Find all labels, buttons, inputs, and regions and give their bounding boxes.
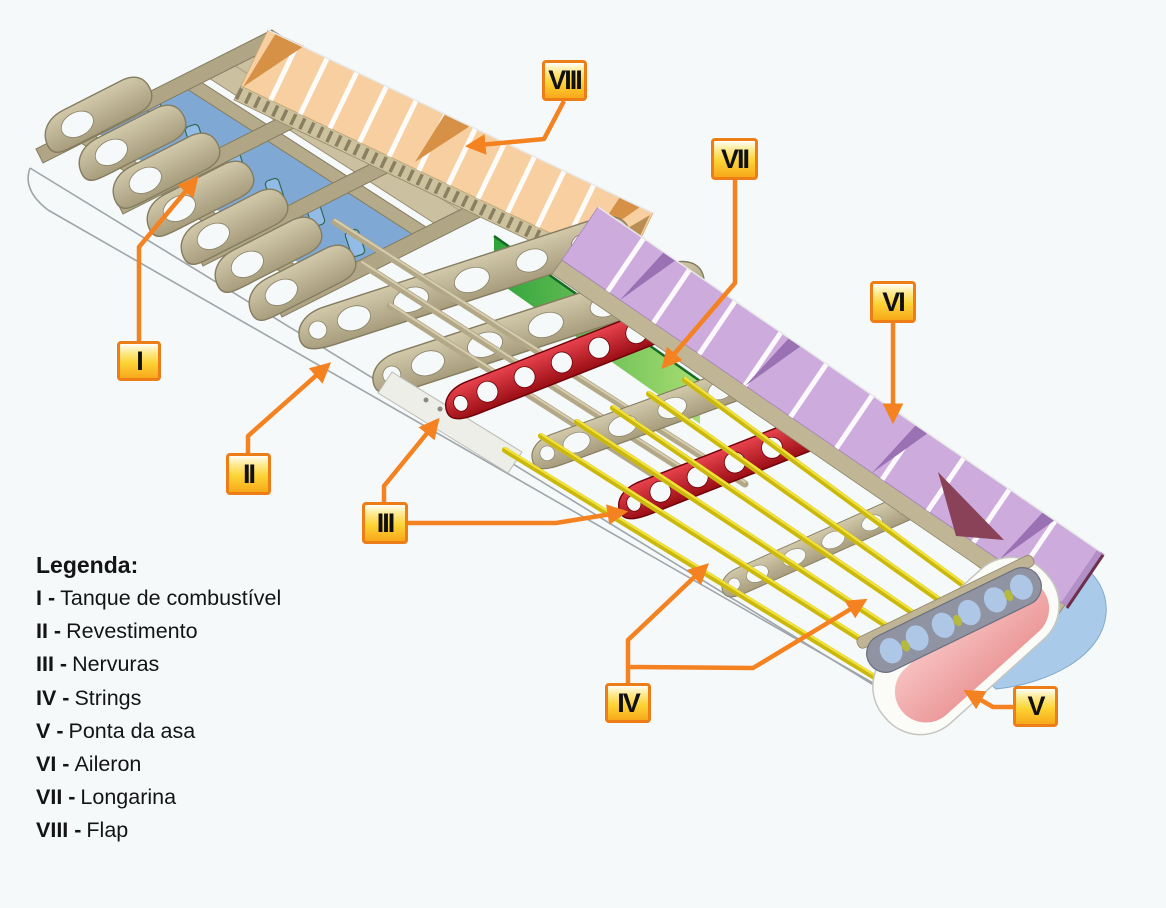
leader-iii-a (381, 417, 440, 502)
legend-item: III -Nervuras (36, 652, 160, 677)
marker-box-iii: III (362, 502, 408, 544)
legend-item: VI -Aileron (36, 752, 142, 777)
legend-item: V -Ponta da asa (36, 718, 196, 743)
leader-iv-b (627, 598, 868, 671)
wing-tip (856, 554, 1060, 736)
leader-i (136, 175, 199, 341)
legend-item: I -Tanque de combustível (36, 586, 282, 610)
marker-box-v: V (1013, 686, 1058, 727)
flap-comb-strip (234, 87, 626, 282)
legend-item: II -Revestimento (36, 619, 198, 644)
leader-viii (464, 99, 566, 155)
legend: Legenda: I -Tanque de combustível II -Re… (36, 548, 281, 848)
marker-box-i: I (117, 341, 161, 381)
skin-panel (377, 371, 523, 474)
legend-item: VIII -Flap (36, 818, 129, 843)
marker-box-vii: VII (711, 138, 758, 180)
legend-item: IV -Strings (36, 685, 142, 710)
legend-title: Legenda: (36, 552, 139, 578)
marker-box-ii: II (226, 453, 271, 495)
leader-v (963, 689, 1013, 710)
wingtip-rib (866, 567, 1042, 673)
leader-ii (245, 362, 332, 453)
leader-iii-b (408, 504, 629, 526)
marker-box-iv: IV (605, 683, 651, 723)
marker-box-viii: VIII (542, 60, 587, 101)
legend-item: VII -Longarina (36, 785, 177, 810)
leader-lines (136, 99, 1013, 710)
flap (233, 29, 654, 284)
marker-box-vi: VI (870, 281, 916, 323)
leader-vii (661, 180, 738, 370)
